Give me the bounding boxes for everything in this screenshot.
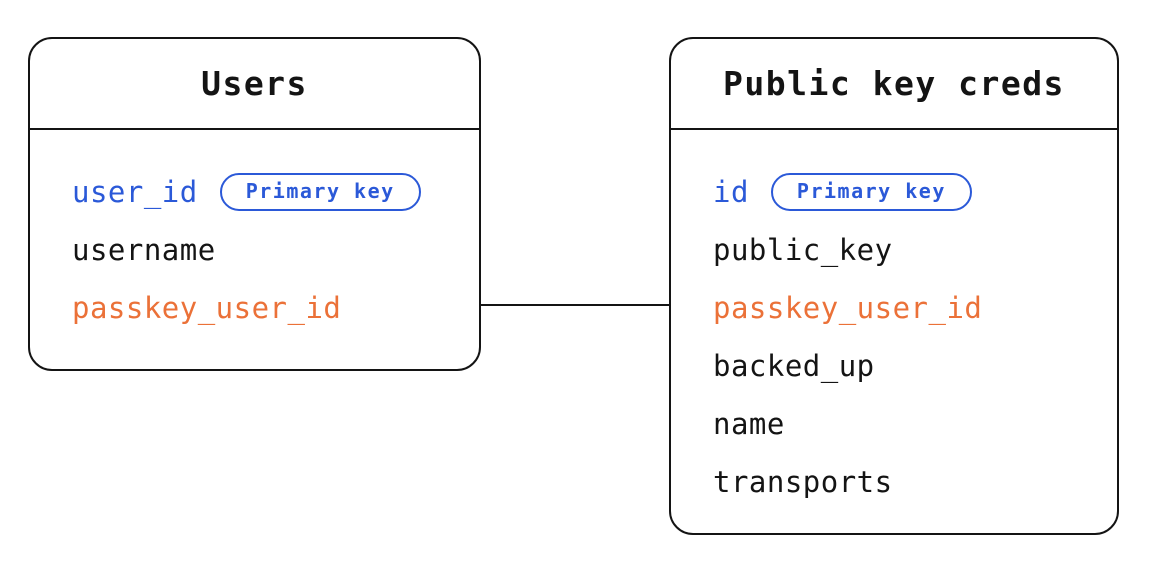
field-row: id Primary key	[713, 163, 1117, 221]
field-name: user_id	[72, 175, 198, 209]
field-name: passkey_user_id	[713, 291, 983, 325]
field-name: public_key	[713, 233, 893, 267]
table-public-key-creds-title: Public key creds	[671, 39, 1117, 130]
field-row: backed_up	[713, 337, 1117, 395]
field-row: passkey_user_id	[713, 279, 1117, 337]
field-row: passkey_user_id	[72, 279, 479, 337]
field-row: transports	[713, 453, 1117, 511]
table-public-key-creds: Public key creds id Primary key public_key…	[669, 37, 1119, 535]
field-name: name	[713, 407, 785, 441]
field-name: transports	[713, 465, 893, 499]
field-name: backed_up	[713, 349, 875, 383]
table-users-title: Users	[30, 39, 479, 130]
field-name: id	[713, 175, 749, 209]
field-row: name	[713, 395, 1117, 453]
field-name: username	[72, 233, 216, 267]
field-row: user_id Primary key	[72, 163, 479, 221]
primary-key-badge: Primary key	[770, 173, 972, 211]
relationship-line	[481, 304, 669, 306]
field-row: username	[72, 221, 479, 279]
field-row: public_key	[713, 221, 1117, 279]
field-name: passkey_user_id	[72, 291, 342, 325]
primary-key-badge: Primary key	[219, 173, 421, 211]
